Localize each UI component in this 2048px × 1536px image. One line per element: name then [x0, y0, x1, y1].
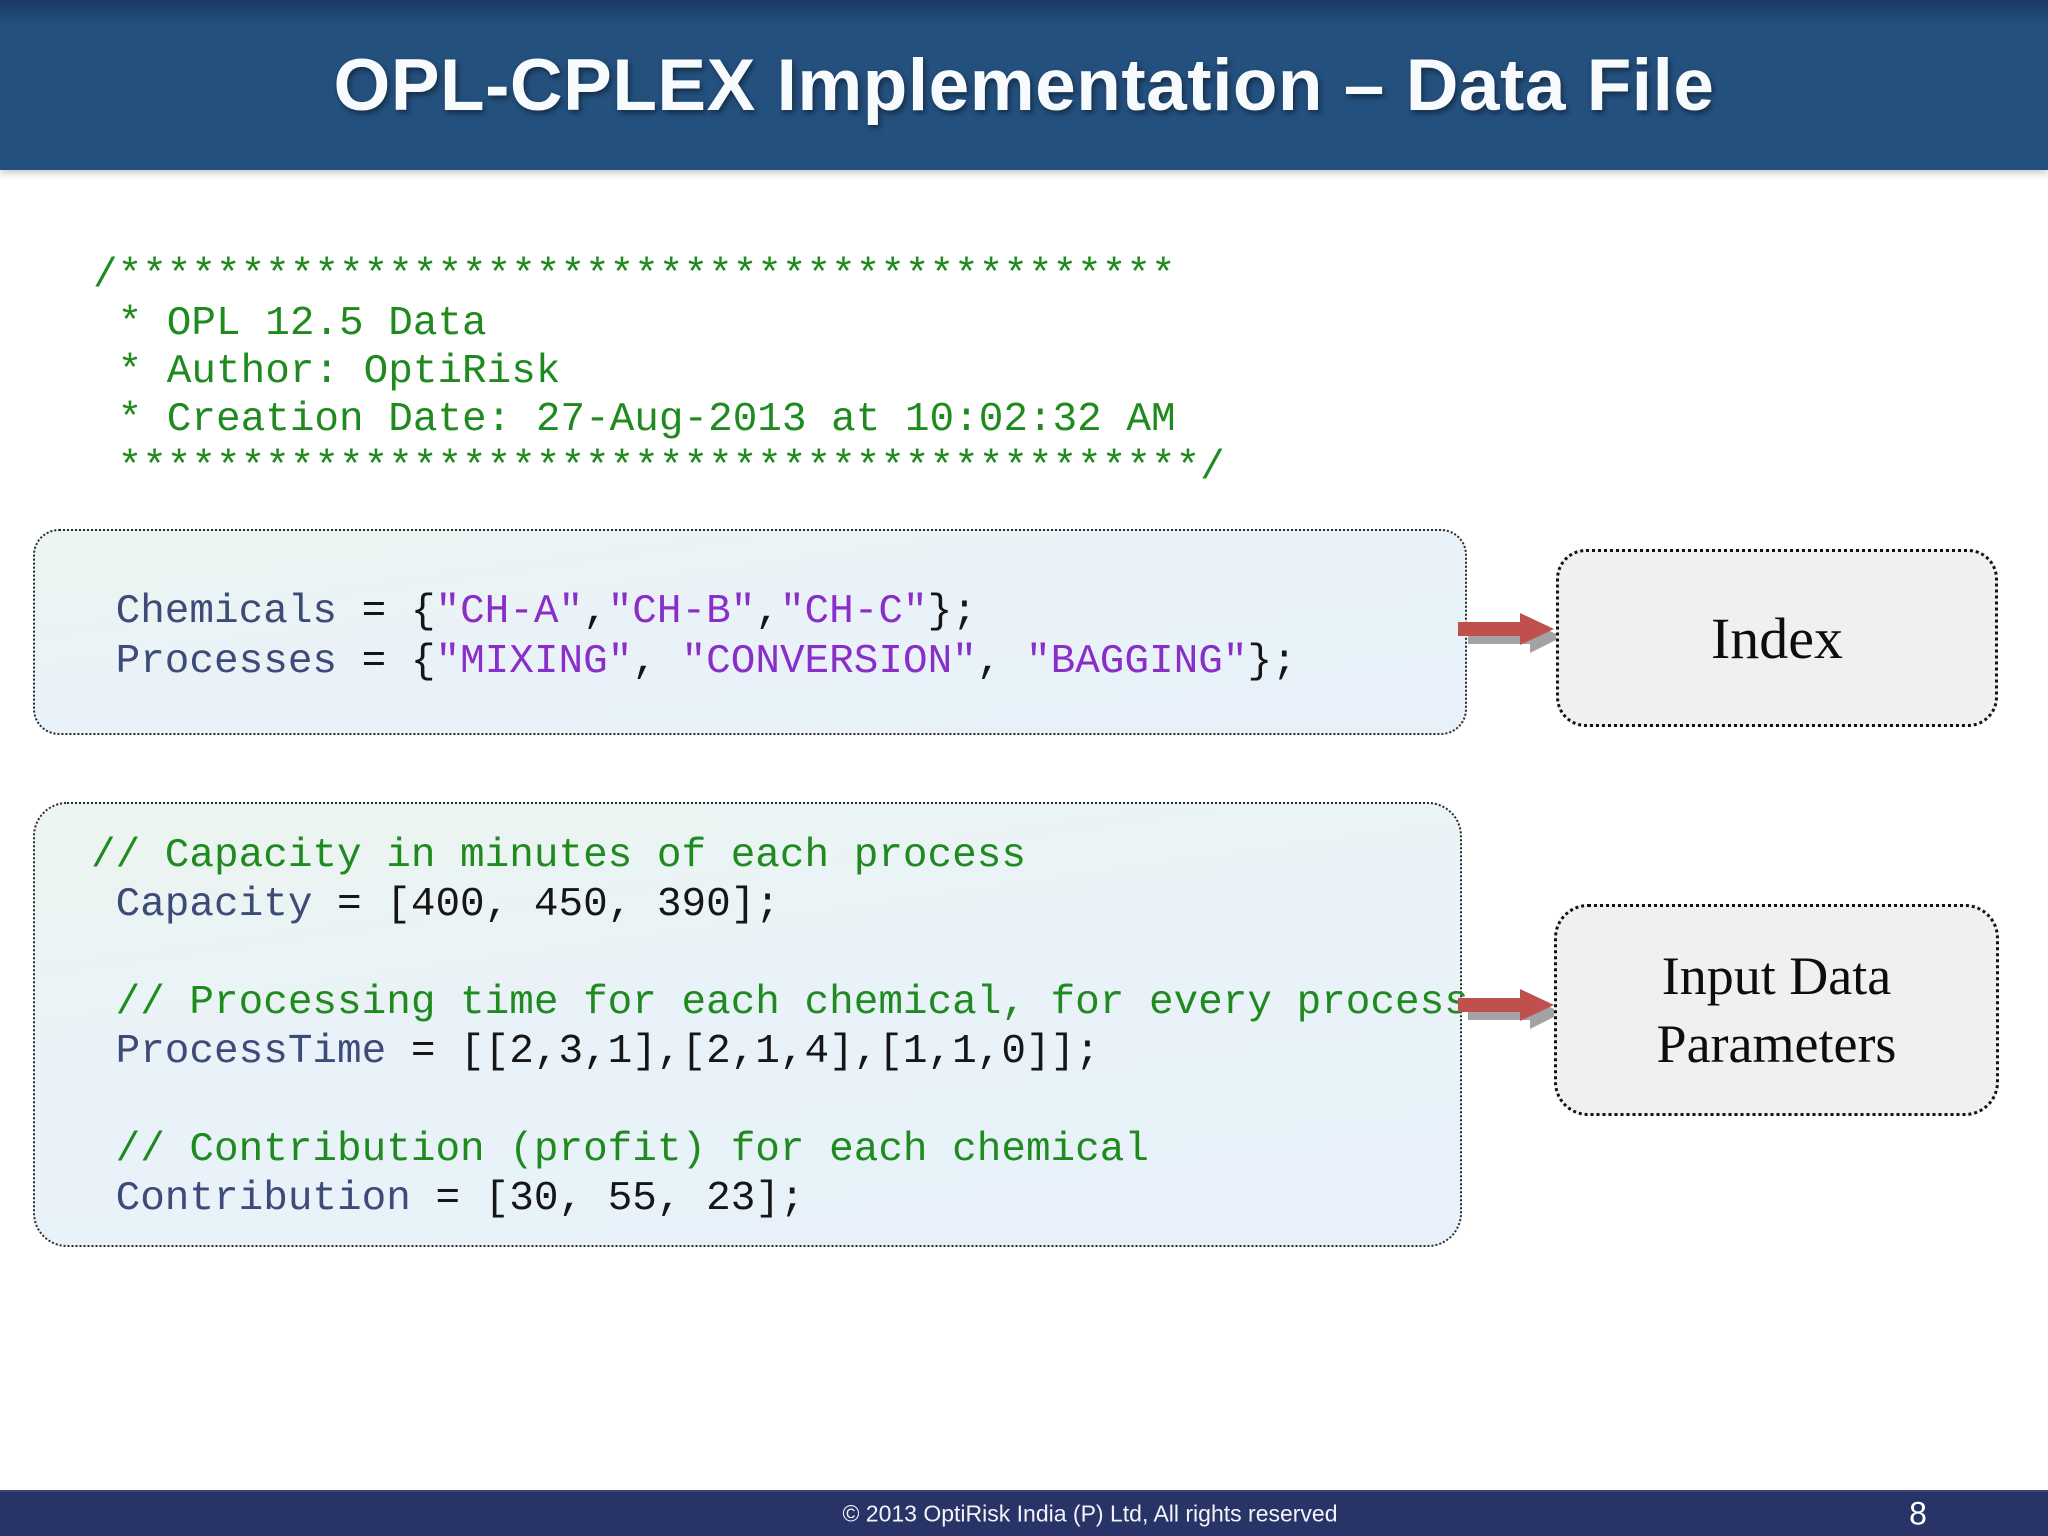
page-number: 8: [1909, 1495, 1927, 1532]
input-data-label: Input Data Parameters: [1656, 946, 1897, 1074]
file-header-comment: /***************************************…: [93, 253, 1225, 491]
arrow-to-index-icon: [1458, 613, 1562, 653]
index-code-lines: Chemicals = {"CH-A","CH-B","CH-C"}; Proc…: [91, 589, 1297, 685]
copyright-text: © 2013 OptiRisk India (P) Ltd, All right…: [842, 1500, 1338, 1527]
parameters-code-lines: // Capacity in minutes of each process C…: [91, 833, 1469, 1222]
parameters-code-box: // Capacity in minutes of each process C…: [33, 802, 1469, 1247]
index-label: Index: [1710, 605, 1844, 671]
index-label-box: Index: [1556, 549, 1998, 727]
index-code-box: Chemicals = {"CH-A","CH-B","CH-C"}; Proc…: [33, 529, 1467, 735]
footer-bar: © 2013 OptiRisk India (P) Ltd, All right…: [0, 1490, 2048, 1536]
arrow-to-input-params-icon: [1458, 989, 1562, 1029]
slide-title: OPL-CPLEX Implementation – Data File: [333, 44, 1715, 126]
input-data-label-box: Input Data Parameters: [1554, 904, 1999, 1116]
title-bar: OPL-CPLEX Implementation – Data File: [0, 0, 2048, 170]
